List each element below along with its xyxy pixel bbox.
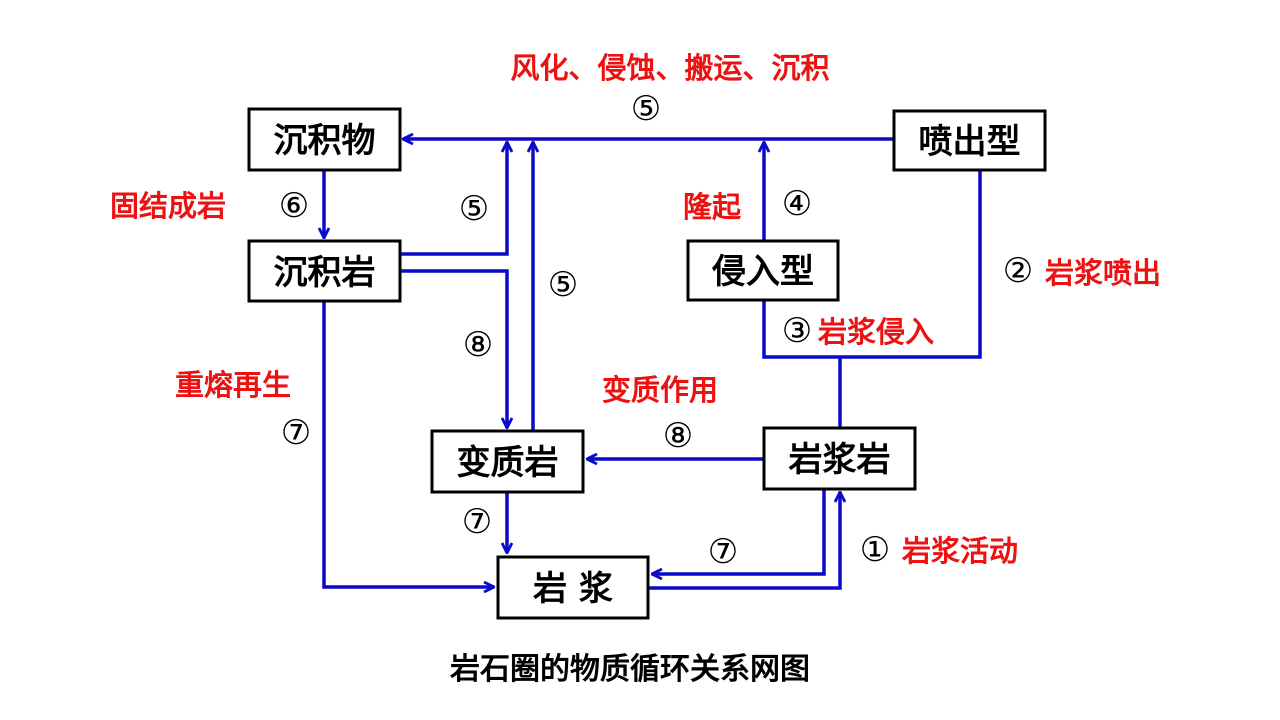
flow-lines bbox=[322, 139, 982, 590]
node-intrusive: 侵入型 bbox=[686, 239, 840, 302]
flow-igneous-to-magma bbox=[652, 489, 826, 574]
label-metamorphism: 变质作用 bbox=[602, 373, 718, 407]
label-weathering: 风化、侵蚀、搬运、沉积 bbox=[510, 51, 829, 85]
label-remelting: 重熔再生 bbox=[175, 368, 291, 402]
node-sediment-label: 沉积物 bbox=[274, 121, 376, 161]
node-igneous-rock: 岩浆岩 bbox=[762, 426, 917, 491]
flow-magma-to-igneous bbox=[648, 492, 840, 590]
node-intrusive-label: 侵入型 bbox=[711, 252, 814, 292]
step-3: ③ bbox=[782, 311, 812, 351]
node-extrusive-label: 喷出型 bbox=[919, 122, 1021, 162]
step-7-middle: ⑦ bbox=[462, 502, 492, 542]
label-intrusion: 岩浆侵入 bbox=[817, 315, 934, 349]
flow-sedimentary-to-metamorphic bbox=[400, 269, 507, 428]
step-5-right: ⑤ bbox=[548, 265, 578, 305]
label-uplift: 隆起 bbox=[683, 190, 742, 224]
step-8-middle: ⑧ bbox=[663, 416, 693, 456]
node-extrusive: 喷出型 bbox=[892, 109, 1047, 172]
step-5-left: ⑤ bbox=[459, 189, 489, 229]
node-metamorphic-rock: 变质岩 bbox=[430, 429, 585, 494]
step-2: ② bbox=[1003, 251, 1033, 291]
step-1: ① bbox=[860, 530, 890, 570]
step-6: ⑥ bbox=[279, 186, 309, 226]
node-metamorphic-rock-label: 变质岩 bbox=[457, 443, 559, 483]
label-lithification: 固结成岩 bbox=[110, 189, 226, 223]
node-magma: 岩 浆 bbox=[496, 555, 650, 620]
flow-sedimentary-to-weathering bbox=[400, 142, 507, 256]
node-magma-label: 岩 浆 bbox=[532, 569, 613, 609]
flow-intrusion-branch bbox=[762, 170, 982, 359]
label-magmatism: 岩浆活动 bbox=[901, 534, 1018, 568]
node-sediment: 沉积物 bbox=[247, 107, 402, 172]
step-8-left: ⑧ bbox=[463, 325, 493, 365]
node-igneous-rock-label: 岩浆岩 bbox=[788, 440, 891, 480]
step-7-right: ⑦ bbox=[708, 532, 738, 572]
flow-sedimentary-to-magma bbox=[322, 301, 494, 587]
step-4: ④ bbox=[782, 184, 812, 224]
step-7-left: ⑦ bbox=[281, 413, 311, 453]
node-sedimentary-rock-label: 沉积岩 bbox=[274, 253, 376, 293]
diagram-caption: 岩石圈的物质循环关系网图 bbox=[450, 652, 810, 687]
step-5-top: ⑤ bbox=[631, 89, 661, 129]
label-eruption: 岩浆喷出 bbox=[1044, 256, 1161, 290]
node-sedimentary-rock: 沉积岩 bbox=[247, 239, 402, 303]
